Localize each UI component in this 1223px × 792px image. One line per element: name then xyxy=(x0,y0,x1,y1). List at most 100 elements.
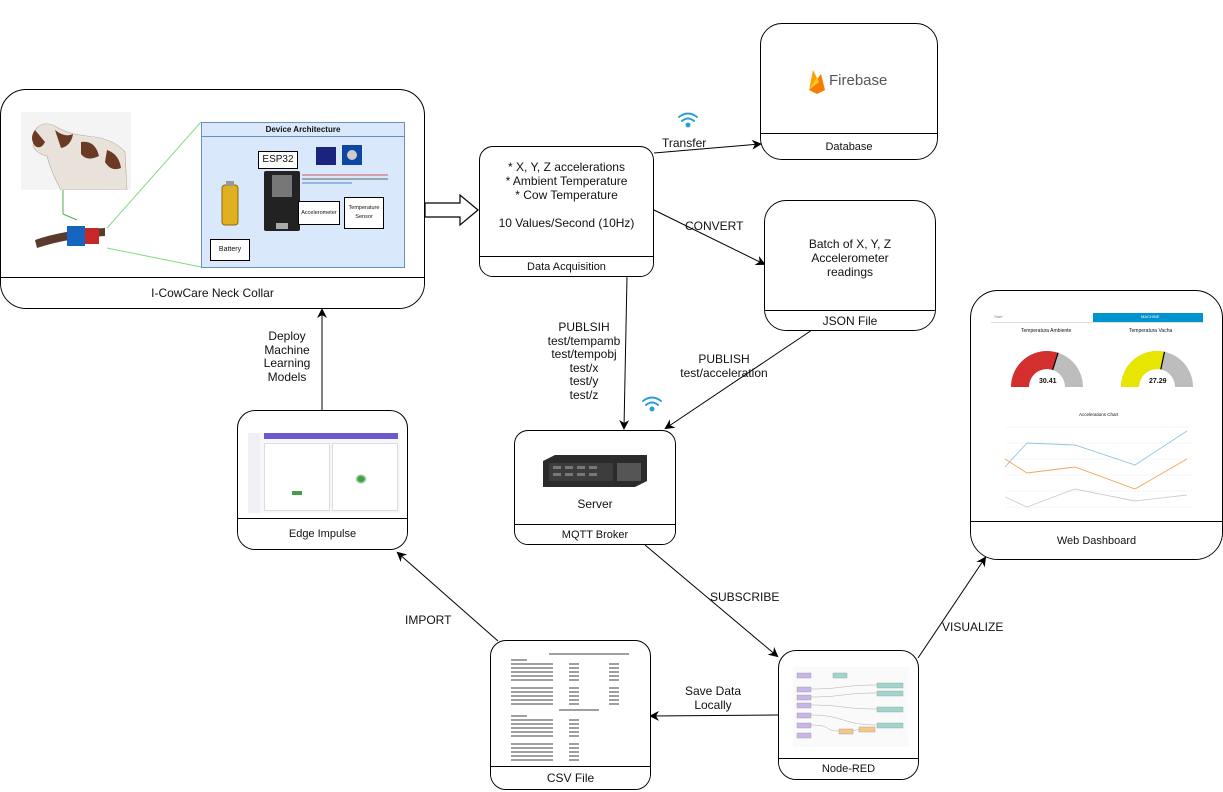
chart-title: Accelerations Chart xyxy=(1079,412,1119,417)
publish-topics-arrow xyxy=(619,275,630,430)
database-node[interactable]: Firebase Database xyxy=(760,23,938,160)
acquisition-node[interactable]: * X, Y, Z accelerations * Ambient Temper… xyxy=(479,146,654,277)
acquisition-line: * Ambient Temperature xyxy=(505,174,628,188)
sensor-modules-icon xyxy=(316,145,362,165)
csv-preview xyxy=(511,653,629,761)
publish-topics-label: PUBLSIH test/tempamb test/tempobj test/x… xyxy=(543,320,625,402)
firebase-logo-icon xyxy=(809,70,825,94)
subscribe-label: SUBSCRIBE xyxy=(710,590,780,604)
publish-topics-line: PUBLSIH xyxy=(558,320,610,334)
server-label: Server xyxy=(577,497,613,511)
acquisition-line: * Cow Temperature xyxy=(515,188,618,202)
publish-topics-line: test/tempobj xyxy=(551,347,617,361)
publish-accel-label: PUBLISH test/acceleration xyxy=(676,352,772,380)
edge-impulse-button xyxy=(292,491,302,495)
esp32-label: ESP32 xyxy=(258,151,298,169)
publish-accel-line: test/acceleration xyxy=(680,365,768,380)
gauge1-title: Temperatura Ambiente xyxy=(1021,328,1072,334)
edge-impulse-plot xyxy=(354,473,368,485)
dashboard-tab-bar: Start MACHINE xyxy=(991,313,1203,323)
publish-topics-line: test/z xyxy=(569,387,599,402)
dashboard-tab-machine[interactable] xyxy=(1093,313,1203,322)
battery-box: Battery xyxy=(210,239,250,261)
firebase-logo-text: Firebase xyxy=(829,72,888,89)
deploy-label: Deploy Machine Learning Models xyxy=(258,329,316,384)
save-label: Save Data Locally xyxy=(678,684,748,712)
json-file-line: Batch of X, Y, Z xyxy=(808,237,892,251)
edge-impulse-node[interactable]: Edge Impulse xyxy=(237,410,408,550)
collar-node[interactable]: Device Architecture ESP32 Accelerometer … xyxy=(0,89,425,309)
import-label: IMPORT xyxy=(405,613,452,627)
csv-file-node[interactable]: CSV File xyxy=(490,640,651,790)
accel-series-x xyxy=(1004,430,1188,468)
edge-impulse-card-left xyxy=(264,443,330,511)
esp32-board-icon xyxy=(264,171,300,231)
deploy-line: Deploy xyxy=(268,329,306,343)
acquisition-caption: Data Acquisition xyxy=(480,256,653,276)
publish-topics-line: test/y xyxy=(569,374,599,388)
temperature-sensor-label: Sensor xyxy=(355,214,373,220)
nodered-caption: Node-RED xyxy=(779,758,918,779)
nodered-flow-screenshot xyxy=(793,667,909,747)
collar-green-links xyxy=(62,121,202,268)
accel-series-y xyxy=(1004,458,1188,490)
dashboard-node[interactable]: Start MACHINE Temperatura Ambiente Tempe… xyxy=(970,290,1223,560)
transfer-label: Transfer xyxy=(662,136,707,150)
broker-caption: MQTT Broker xyxy=(515,524,675,544)
acquisition-rate: 10 Values/Second (10Hz) xyxy=(498,216,635,230)
json-file-caption: JSON File xyxy=(765,310,935,330)
acquisition-line: * X, Y, Z accelerations xyxy=(508,160,625,174)
accel-series-z xyxy=(1004,488,1188,508)
convert-arrow xyxy=(653,209,766,265)
deploy-line: Machine xyxy=(264,342,310,357)
import-arrow xyxy=(396,551,499,642)
publish-topics-line: test/tempamb xyxy=(547,333,621,348)
json-file-line: Accelerometer xyxy=(811,251,889,265)
collar-caption: I-CowCare Neck Collar xyxy=(1,277,424,308)
edge-impulse-header xyxy=(264,433,398,439)
json-file-node[interactable]: Batch of X, Y, Z Accelerometer readings … xyxy=(764,200,936,331)
publish-topics-line: test/x xyxy=(569,360,599,375)
accelerometer-box: Accelerometer xyxy=(298,201,340,225)
nodered-node[interactable]: Node-RED xyxy=(778,650,919,780)
device-architecture-title: Device Architecture xyxy=(202,123,404,137)
deploy-line: Models xyxy=(267,369,307,384)
visualize-label: VISUALIZE xyxy=(942,620,1004,634)
json-file-text: Batch of X, Y, Z Accelerometer readings xyxy=(765,237,935,279)
gauge2-title: Temperatura Vacha xyxy=(1129,328,1173,334)
edge-impulse-sidebar xyxy=(248,433,260,513)
subscribe-arrow xyxy=(644,544,779,658)
wifi-icon-publish xyxy=(642,396,662,412)
edge-impulse-screenshot xyxy=(248,433,400,513)
gauge2-value: 27.29 xyxy=(1149,378,1167,385)
temperature-sensor-label: Temperature xyxy=(348,205,380,211)
publish-accel-line: PUBLISH xyxy=(698,352,750,366)
battery-icon xyxy=(221,181,239,226)
deploy-line: Learning xyxy=(263,356,311,370)
gauge-ambient xyxy=(1011,351,1083,387)
edge-impulse-caption: Edge Impulse xyxy=(238,518,407,549)
publish-accel-arrow xyxy=(664,329,813,430)
csv-file-caption: CSV File xyxy=(491,766,650,789)
collar-image xyxy=(35,226,105,248)
dashboard-tab-start[interactable]: Start xyxy=(994,314,1003,319)
server-icon xyxy=(543,455,647,487)
collar-to-acquisition-arrow xyxy=(424,193,479,227)
save-line: Save Data xyxy=(684,684,742,698)
gauge-cow xyxy=(1121,351,1193,387)
acquisition-text: * X, Y, Z accelerations * Ambient Temper… xyxy=(480,160,653,230)
transfer-arrow xyxy=(653,139,762,154)
temperature-sensor-box: Temperature Sensor xyxy=(344,197,384,229)
dashboard-caption: Web Dashboard xyxy=(971,521,1222,559)
device-architecture-panel: Device Architecture ESP32 Accelerometer … xyxy=(201,122,405,268)
cow-image xyxy=(21,112,131,190)
save-line: Locally xyxy=(694,697,732,712)
accelerations-chart xyxy=(1004,426,1193,508)
dashboard-tab-machine-label: MACHINE xyxy=(1141,314,1160,319)
save-arrow xyxy=(649,710,779,721)
convert-label: CONVERT xyxy=(685,219,744,233)
database-caption: Database xyxy=(761,133,937,159)
broker-node[interactable]: Server MQTT Broker xyxy=(514,430,676,545)
wifi-icon-transfer xyxy=(678,112,698,128)
